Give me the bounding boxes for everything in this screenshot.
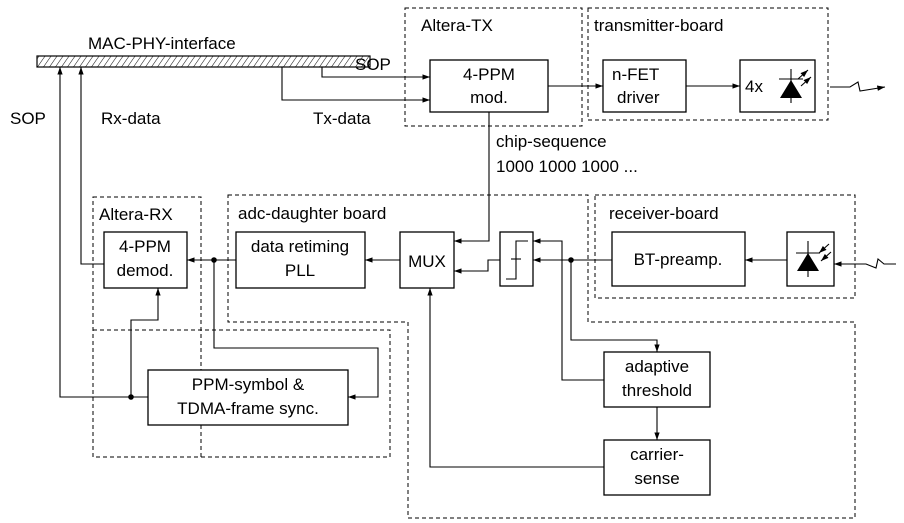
led-icon [779, 69, 812, 103]
carrier-to-mux-wire [427, 288, 604, 468]
mac-phy-bus [36, 55, 371, 68]
transmitter-board-region [587, 7, 829, 121]
receiver-board-region [594, 194, 856, 299]
ppm-mod-block [429, 59, 549, 113]
receiver-board-title: receiver-board [609, 204, 719, 223]
adc-board-title: adc-daughter board [238, 204, 386, 223]
ppm-mod-line1: 4-PPM [463, 65, 515, 84]
sync-output-wire [57, 67, 148, 398]
nfet-line2: driver [617, 88, 660, 107]
sop-tx-label: SOP [355, 55, 391, 74]
nfet-line1: n-FET [612, 65, 659, 84]
tx-data-wire [281, 67, 430, 103]
sync-line2: TDMA-frame sync. [177, 399, 319, 418]
adaptive-line2: threshold [622, 381, 692, 400]
adc-daughter-board-region [227, 194, 856, 519]
mux-label: MUX [408, 252, 446, 271]
chip-sequence-wire [454, 112, 490, 244]
comparator-to-mux-wire [454, 259, 500, 274]
ppm-mod-line2: mod. [470, 88, 508, 107]
photodiode-icon [796, 241, 832, 277]
carrier-line1: carrier- [630, 445, 684, 464]
sync-to-demod-wire [130, 288, 161, 397]
adc-sync-region [92, 329, 391, 458]
bt-preamp-label: BT-preamp. [634, 250, 723, 269]
adaptive-to-comparator-wire [533, 238, 604, 381]
optical-rx-input [834, 257, 896, 269]
bus-label: MAC-PHY-interface [88, 34, 236, 53]
retiming-line2: PLL [285, 261, 315, 280]
transmitter-board-title: transmitter-board [594, 16, 723, 35]
chip-sequence-value: 1000 1000 1000 ... [496, 157, 638, 176]
led-block [739, 59, 816, 113]
led-count: 4x [745, 77, 763, 96]
rx-data-label: Rx-data [101, 109, 161, 128]
ppm-demod-line1: 4-PPM [119, 237, 171, 256]
sop-tx-wire [321, 67, 430, 80]
chip-sequence-label: chip-sequence [496, 132, 607, 151]
optical-tx-output [830, 81, 886, 92]
altera-tx-title: Altera-TX [421, 16, 493, 35]
data-to-sync-wire [213, 260, 379, 400]
rx-data-wire [78, 67, 104, 265]
carrier-line2: sense [634, 469, 679, 488]
preamp-to-adaptive-wire [570, 260, 660, 352]
sop-rx-label: SOP [10, 109, 46, 128]
sync-line1: PPM-symbol & [192, 375, 305, 394]
retiming-line1: data retiming [251, 237, 349, 256]
threshold-icon [506, 240, 528, 280]
ppm-demod-line2: demod. [117, 261, 174, 280]
altera-rx-title: Altera-RX [99, 205, 173, 224]
adaptive-line1: adaptive [625, 357, 689, 376]
ppm-demod-block [103, 231, 188, 289]
tx-data-label: Tx-data [313, 109, 371, 128]
